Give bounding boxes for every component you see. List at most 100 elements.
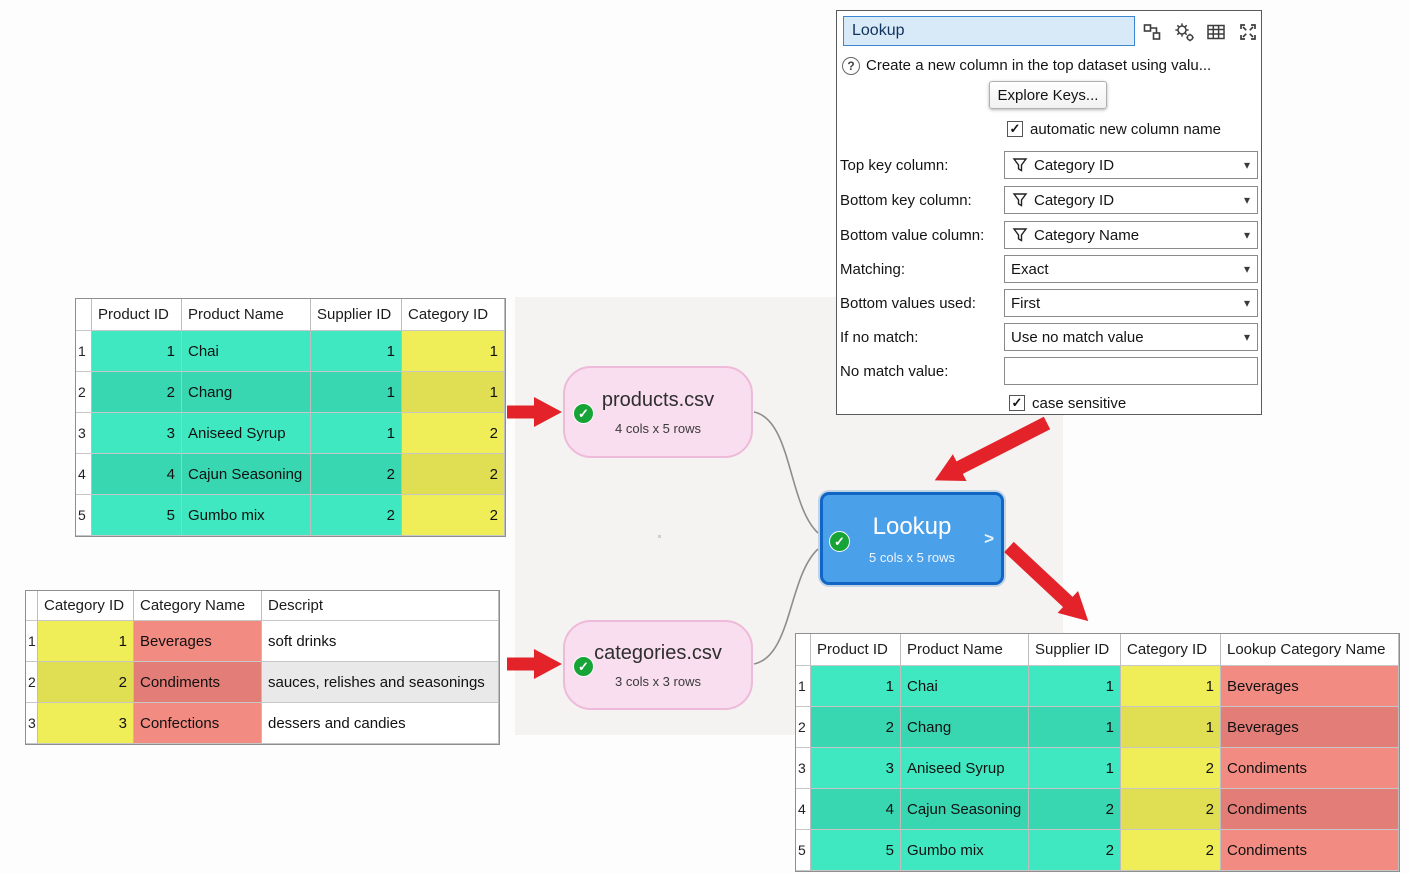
cell: 3 — [38, 703, 134, 744]
settings-icon[interactable] — [1171, 19, 1197, 45]
row-number[interactable]: 5 — [796, 830, 811, 871]
column-header[interactable]: Supplier ID — [311, 299, 402, 331]
combo-value: Category ID — [1034, 191, 1115, 209]
cell: Aniseed Syrup — [182, 413, 311, 454]
combo-value: Category ID — [1034, 156, 1115, 174]
cell: Gumbo mix — [182, 495, 311, 536]
cell: 1 — [1121, 666, 1221, 707]
column-header[interactable]: Supplier ID — [1029, 634, 1121, 666]
cell: 2 — [402, 454, 505, 495]
column-header[interactable]: Category Name — [134, 591, 262, 621]
maximize-icon[interactable] — [1235, 19, 1261, 45]
products-table: Product ID Product Name Supplier ID Cate… — [75, 298, 506, 537]
bottom-values-used-select[interactable]: First ▾ — [1004, 289, 1258, 317]
row-number[interactable]: 3 — [796, 748, 811, 789]
node-label: Lookup — [872, 512, 952, 540]
cell: 2 — [402, 413, 505, 454]
matching-select[interactable]: Exact ▾ — [1004, 255, 1258, 283]
cell: 2 — [811, 707, 901, 748]
cell: Chang — [901, 707, 1029, 748]
transform-name-input[interactable]: Lookup — [843, 16, 1135, 46]
show-in-flow-icon[interactable] — [1139, 19, 1165, 45]
cell: sauces, relishes and seasonings — [262, 662, 499, 703]
row-number[interactable]: 2 — [796, 707, 811, 748]
row-number[interactable]: 4 — [76, 454, 92, 495]
corner-header — [796, 634, 811, 666]
no-match-value-input[interactable] — [1004, 357, 1258, 385]
node-label: products.csv — [601, 388, 715, 411]
cell: 2 — [1121, 748, 1221, 789]
cell: 1 — [1029, 707, 1121, 748]
if-no-match-select[interactable]: Use no match value ▾ — [1004, 323, 1258, 351]
cell: 1 — [311, 331, 402, 372]
cell: 2 — [1121, 789, 1221, 830]
combo-value: Category Name — [1034, 226, 1140, 244]
dropdown-caret-icon: ▾ — [1243, 330, 1250, 344]
cell: soft drinks — [262, 621, 499, 662]
column-header[interactable]: Product ID — [92, 299, 182, 331]
cell: 2 — [311, 495, 402, 536]
row-number[interactable]: 2 — [26, 662, 38, 703]
help-icon[interactable]: ? — [842, 57, 860, 75]
auto-column-name-label: automatic new column name — [1030, 120, 1221, 138]
row-number[interactable]: 3 — [76, 413, 92, 454]
corner-header — [26, 591, 38, 621]
node-ok-icon: ✓ — [829, 531, 850, 552]
column-header[interactable]: Product Name — [901, 634, 1029, 666]
row-number[interactable]: 1 — [796, 666, 811, 707]
column-header[interactable]: Category ID — [402, 299, 505, 331]
corner-header — [76, 299, 92, 331]
node-ok-icon: ✓ — [573, 656, 594, 677]
bottom-key-column-select[interactable]: Category ID ▾ — [1004, 186, 1258, 214]
top-key-column-select[interactable]: Category ID ▾ — [1004, 151, 1258, 179]
bottom-value-column-label: Bottom value column: — [840, 226, 985, 244]
combo-value: Use no match value — [1011, 328, 1144, 346]
row-number[interactable]: 4 — [796, 789, 811, 830]
node-products-csv[interactable]: ✓ products.csv 4 cols x 5 rows — [563, 366, 753, 458]
node-ok-icon: ✓ — [573, 403, 594, 424]
row-number[interactable]: 5 — [76, 495, 92, 536]
row-number[interactable]: 2 — [76, 372, 92, 413]
top-key-column-label: Top key column: — [840, 156, 949, 174]
cell: Condiments — [1221, 830, 1399, 871]
column-header[interactable]: Product Name — [182, 299, 311, 331]
canvas-grid-dot — [658, 535, 661, 538]
cell: Aniseed Syrup — [901, 748, 1029, 789]
case-sensitive-checkbox[interactable]: ✓ — [1009, 395, 1025, 411]
row-number[interactable]: 1 — [26, 621, 38, 662]
node-lookup[interactable]: ✓ Lookup 5 cols x 5 rows > — [820, 492, 1004, 585]
filter-icon — [1012, 158, 1028, 172]
cell: Beverages — [1221, 666, 1399, 707]
column-header[interactable]: Lookup Category Name — [1221, 634, 1399, 666]
column-header[interactable]: Product ID — [811, 634, 901, 666]
cell: 1 — [811, 666, 901, 707]
node-meta: 3 cols x 3 rows — [615, 673, 701, 689]
column-header[interactable]: Category ID — [1121, 634, 1221, 666]
cell: 1 — [1029, 666, 1121, 707]
cell: Cajun Seasoning — [901, 789, 1029, 830]
categories-table: Category ID Category Name Descript 1 1 B… — [25, 590, 500, 745]
column-header[interactable]: Descript — [262, 591, 499, 621]
dropdown-caret-icon: ▾ — [1243, 193, 1250, 207]
cell: Chai — [901, 666, 1029, 707]
transform-description: Create a new column in the top dataset u… — [866, 57, 1212, 74]
column-header[interactable]: Category ID — [38, 591, 134, 621]
cell: 1 — [402, 372, 505, 413]
row-number[interactable]: 3 — [26, 703, 38, 744]
node-categories-csv[interactable]: ✓ categories.csv 3 cols x 3 rows — [563, 620, 753, 710]
cell: 1 — [1121, 707, 1221, 748]
table-view-icon[interactable] — [1203, 19, 1229, 45]
cell: 1 — [1029, 748, 1121, 789]
auto-column-name-checkbox[interactable]: ✓ — [1007, 121, 1023, 137]
dropdown-caret-icon: ▾ — [1243, 228, 1250, 242]
cell: 2 — [1029, 789, 1121, 830]
cell: dessers and candies — [262, 703, 499, 744]
cell: Beverages — [134, 621, 262, 662]
explore-keys-button[interactable]: Explore Keys... — [989, 81, 1107, 109]
node-label: categories.csv — [594, 641, 722, 664]
bottom-value-column-select[interactable]: Category Name ▾ — [1004, 221, 1258, 249]
row-number[interactable]: 1 — [76, 331, 92, 372]
bottom-key-column-label: Bottom key column: — [840, 191, 972, 209]
matching-label: Matching: — [840, 260, 906, 278]
node-output-chevron-icon[interactable]: > — [984, 529, 994, 548]
